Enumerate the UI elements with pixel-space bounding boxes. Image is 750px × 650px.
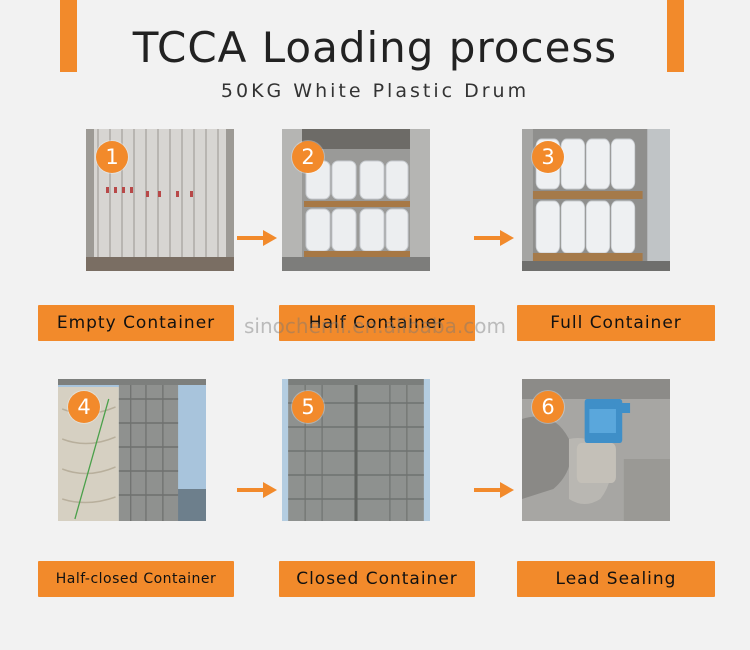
corner-bar-right bbox=[667, 0, 684, 72]
step-5-label: Closed Container bbox=[279, 561, 475, 597]
step-number-badge: 4 bbox=[68, 391, 100, 423]
page-title: TCCA Loading process bbox=[132, 23, 618, 72]
watermark: sinochemi.en.alibaba.com bbox=[244, 314, 506, 338]
step-number-badge: 6 bbox=[532, 391, 564, 423]
half-closed-container-image bbox=[58, 379, 206, 521]
step-2-photo: 2 bbox=[282, 129, 430, 271]
step-number-badge: 5 bbox=[292, 391, 324, 423]
arrow-right-icon bbox=[474, 482, 514, 498]
lead-sealing-image bbox=[522, 379, 670, 521]
step-6-label: Lead Sealing bbox=[517, 561, 715, 597]
step-5-photo: 5 bbox=[282, 379, 430, 521]
step-2-label: Half Container bbox=[279, 305, 475, 341]
step-number-badge: 2 bbox=[292, 141, 324, 173]
step-4-label: Half-closed Container bbox=[38, 561, 234, 597]
step-1-label: Empty Container bbox=[38, 305, 234, 341]
arrow-right-icon bbox=[237, 230, 277, 246]
step-4-photo: 4 bbox=[58, 379, 206, 521]
empty-container-image bbox=[86, 129, 234, 271]
step-6-photo: 6 bbox=[522, 379, 670, 521]
page-subtitle: 50KG White Plastic Drum bbox=[220, 80, 530, 102]
step-3-photo: 3 bbox=[522, 129, 670, 271]
arrow-right-icon bbox=[474, 230, 514, 246]
step-1-photo: 1 bbox=[86, 129, 234, 271]
step-number-badge: 1 bbox=[96, 141, 128, 173]
step-number-badge: 3 bbox=[532, 141, 564, 173]
corner-bar-left bbox=[60, 0, 77, 72]
step-3-label: Full Container bbox=[517, 305, 715, 341]
arrow-right-icon bbox=[237, 482, 277, 498]
